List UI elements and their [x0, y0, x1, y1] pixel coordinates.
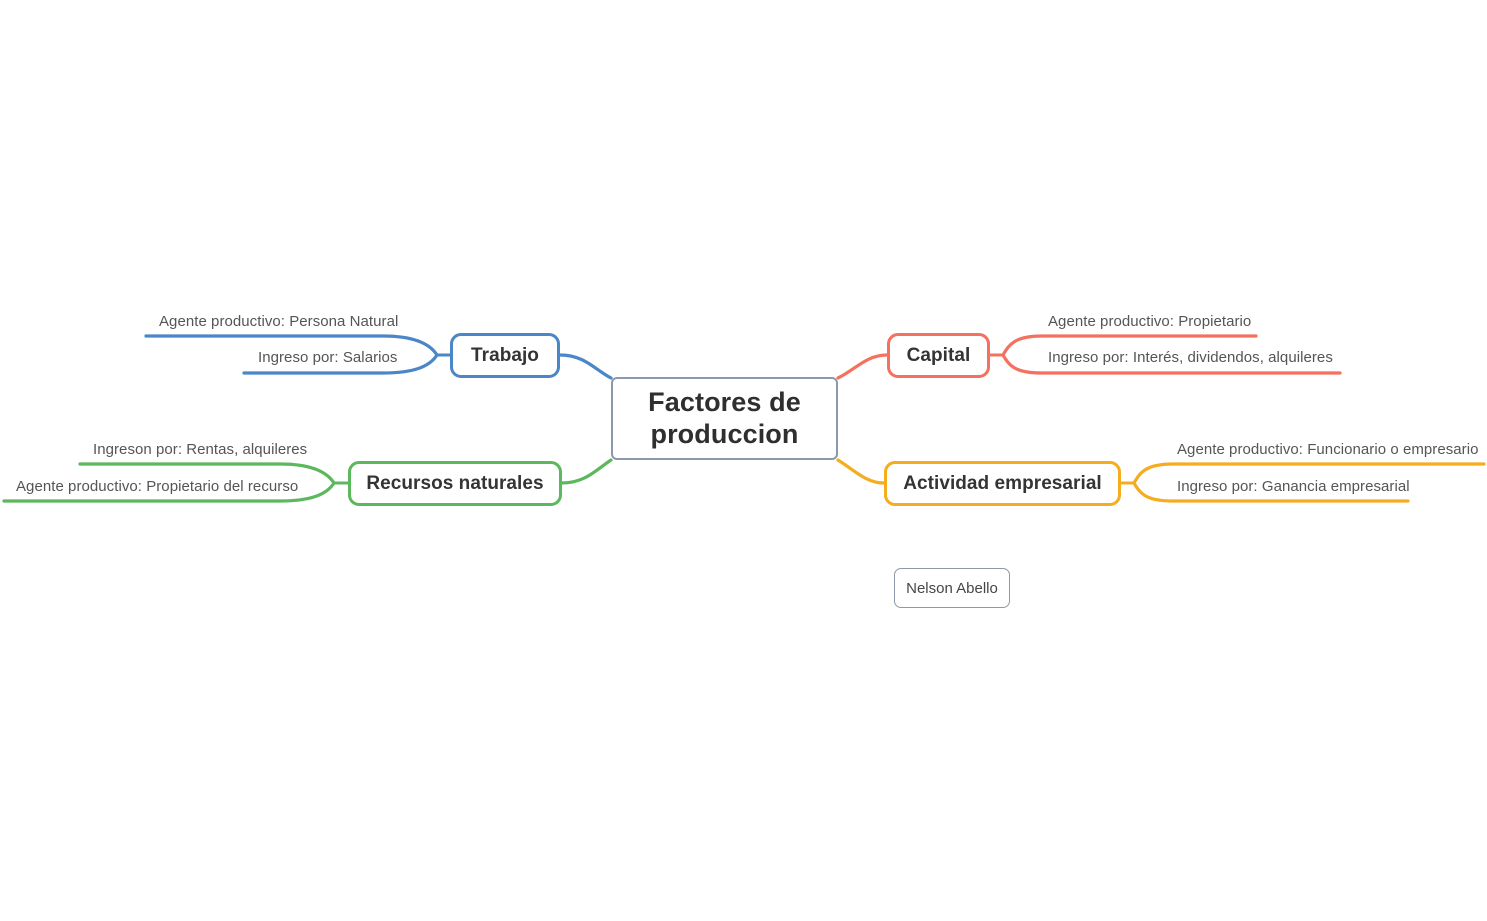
branch-node-recursos-naturales[interactable]: Recursos naturales — [348, 461, 562, 506]
branch-node-actividad-empresarial[interactable]: Actividad empresarial — [884, 461, 1121, 506]
root-node-label-line2: produccion — [650, 418, 799, 449]
leaf-label-recursos-2[interactable]: Agente productivo: Propietario del recur… — [16, 478, 299, 495]
branch-node-actividad-empresarial-label: Actividad empresarial — [903, 472, 1102, 494]
leaf-label-actividad-1[interactable]: Agente productivo: Funcionario o empresa… — [1177, 441, 1479, 458]
leaf-label-recursos-1[interactable]: Ingreson por: Rentas, alquileres — [93, 441, 308, 458]
branch-node-capital[interactable]: Capital — [887, 333, 990, 378]
branch-node-capital-label: Capital — [906, 344, 971, 366]
floating-node-author-label: Nelson Abello — [906, 579, 998, 597]
leaf-label-capital-1[interactable]: Agente productivo: Propietario — [1048, 313, 1252, 330]
leaf-label-trabajo-1[interactable]: Agente productivo: Persona Natural — [159, 313, 399, 330]
root-node-label-line1: Factores de — [648, 386, 801, 417]
connector-root-trabajo — [558, 353, 613, 380]
floating-node-author[interactable]: Nelson Abello — [894, 568, 1010, 608]
leaf-label-actividad-2[interactable]: Ingreso por: Ganancia empresarial — [1177, 478, 1410, 495]
connector-root-recursos — [560, 458, 613, 485]
root-node[interactable]: Factores de produccion — [611, 377, 838, 460]
leaf-label-capital-2[interactable]: Ingreso por: Interés, dividendos, alquil… — [1048, 349, 1333, 366]
connector-root-capital — [836, 353, 889, 380]
branch-node-trabajo[interactable]: Trabajo — [450, 333, 560, 378]
connector-root-actividad — [836, 458, 886, 485]
branch-node-recursos-naturales-label: Recursos naturales — [366, 472, 544, 494]
branch-node-trabajo-label: Trabajo — [471, 344, 539, 366]
leaf-label-trabajo-2[interactable]: Ingreso por: Salarios — [258, 349, 398, 366]
